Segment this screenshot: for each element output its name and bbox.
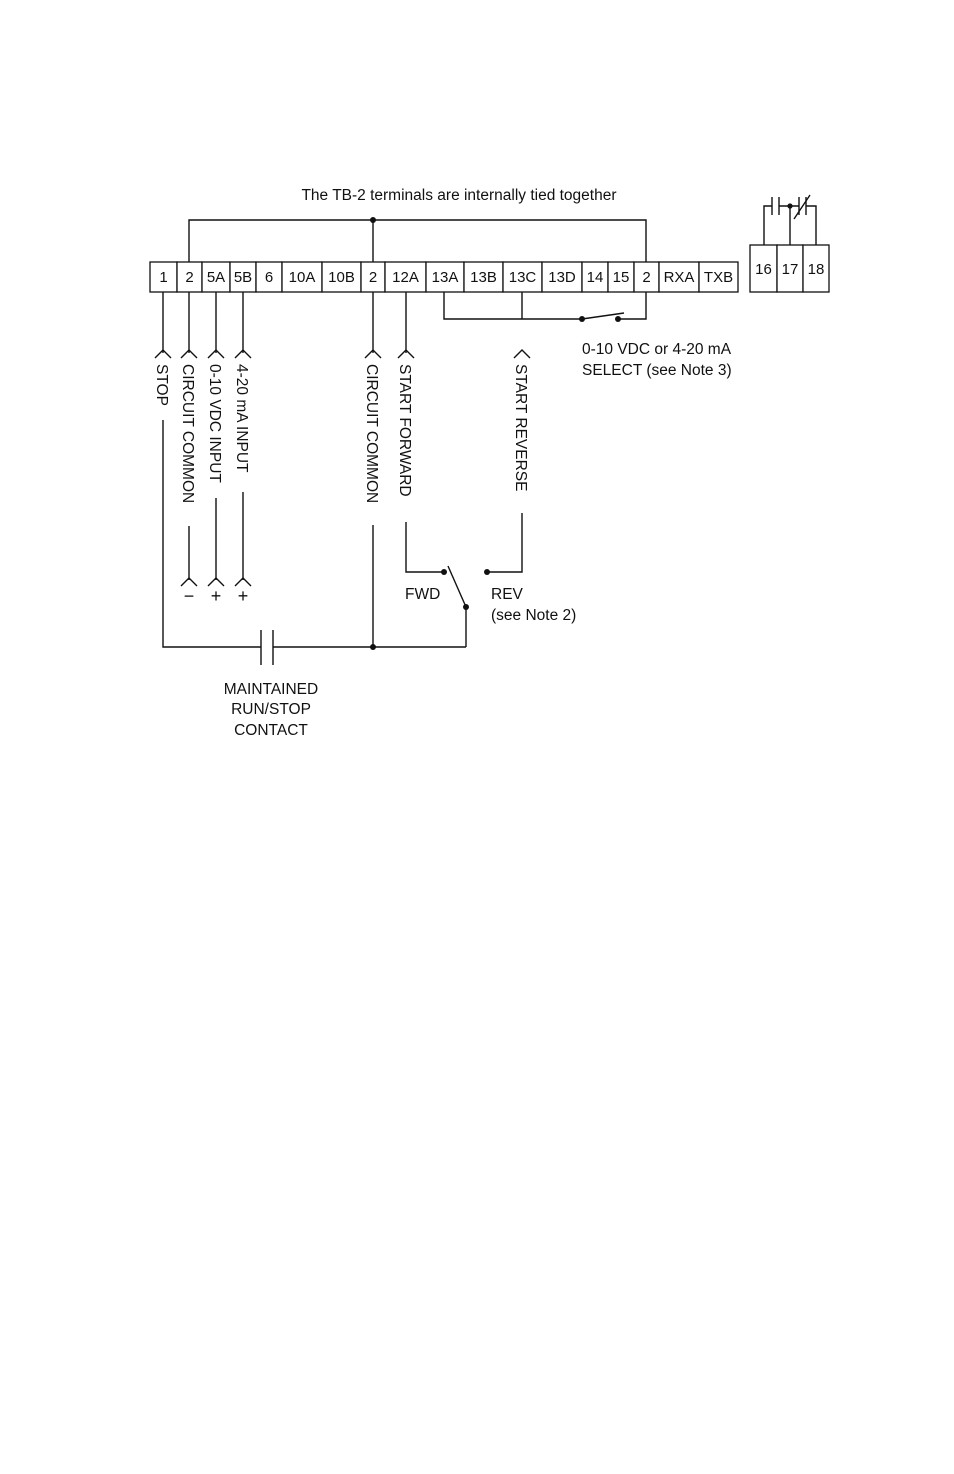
polarity-plus-ma: + [238,586,249,606]
rev-label: REV [491,586,524,603]
terminal-12a [384,261,427,293]
ma-input-label: 4-20 mA INPUT [233,364,250,473]
terminal-12a-label: 12A [392,269,419,286]
terminal-13b [463,261,504,293]
tb2-tie-bus [188,217,647,262]
terminal-2a-label: 2 [185,269,193,286]
terminal-16 [749,244,778,293]
relay-contact-symbol [763,194,817,245]
polarity-minus: − [184,586,195,606]
terminal-16-label: 16 [755,261,772,278]
terminal-2c-label: 2 [642,269,650,286]
fwd-label: FWD [405,586,440,603]
terminal-1-label: 1 [159,269,167,286]
terminal-strip: 1 2 5A 5B 6 10A 10B 2 12A 13A 13B 13C 13… [149,261,739,293]
terminal-13c-label: 13C [509,269,537,286]
contact-label-line1: MAINTAINED [224,681,318,698]
terminal-18 [802,244,830,293]
terminal-15-label: 15 [613,269,630,286]
run-stop-circuit [162,420,466,665]
terminal-13d-label: 13D [548,269,576,286]
terminal-rxa-label: RXA [664,269,695,286]
contact-label-line3: CONTACT [234,722,308,739]
analog-input-leads [180,492,252,587]
vdc-input-label: 0-10 VDC INPUT [206,364,223,483]
relay-terminal-strip: 16 17 18 [749,244,830,293]
terminal-14-label: 14 [587,269,604,286]
terminal-13a-label: 13A [432,269,459,286]
terminal-10a-label: 10A [289,269,316,286]
select-note-line2: SELECT (see Note 3) [582,362,732,379]
terminal-txb-label: TXB [704,269,733,286]
select-jumper-switch [443,292,647,322]
terminal-17-label: 17 [782,261,799,278]
select-note-line1: 0-10 VDC or 4-20 mA [582,341,732,358]
start-reverse-label: START REVERSE [512,364,529,491]
terminal-5a-label: 5A [207,269,225,286]
terminal-5b-label: 5B [234,269,252,286]
terminal-txb [698,261,739,293]
contact-label-line2: RUN/STOP [231,701,311,718]
terminal-15 [607,261,635,293]
tb2-tie-note: The TB-2 terminals are internally tied t… [301,187,616,204]
circuit-common-label-1: CIRCUIT COMMON [179,364,196,503]
terminal-2b-label: 2 [369,269,377,286]
stop-label: STOP [153,364,170,406]
terminal-rxa [658,261,700,293]
terminal-10b-label: 10B [328,269,355,286]
start-forward-label: START FORWARD [396,364,413,497]
circuit-common-label-2: CIRCUIT COMMON [363,364,380,503]
wire-leads [154,292,531,359]
terminal-13b-label: 13B [470,269,497,286]
terminal-2a [176,261,203,293]
terminal-6-label: 6 [265,269,273,286]
fwd-rev-switch [405,513,523,647]
terminal-13a [425,261,465,293]
rev-note-label: (see Note 2) [491,607,576,624]
polarity-plus-vdc: + [211,586,222,606]
terminal-14 [581,261,609,293]
terminal-18-label: 18 [808,261,825,278]
terminal-17 [776,244,804,293]
